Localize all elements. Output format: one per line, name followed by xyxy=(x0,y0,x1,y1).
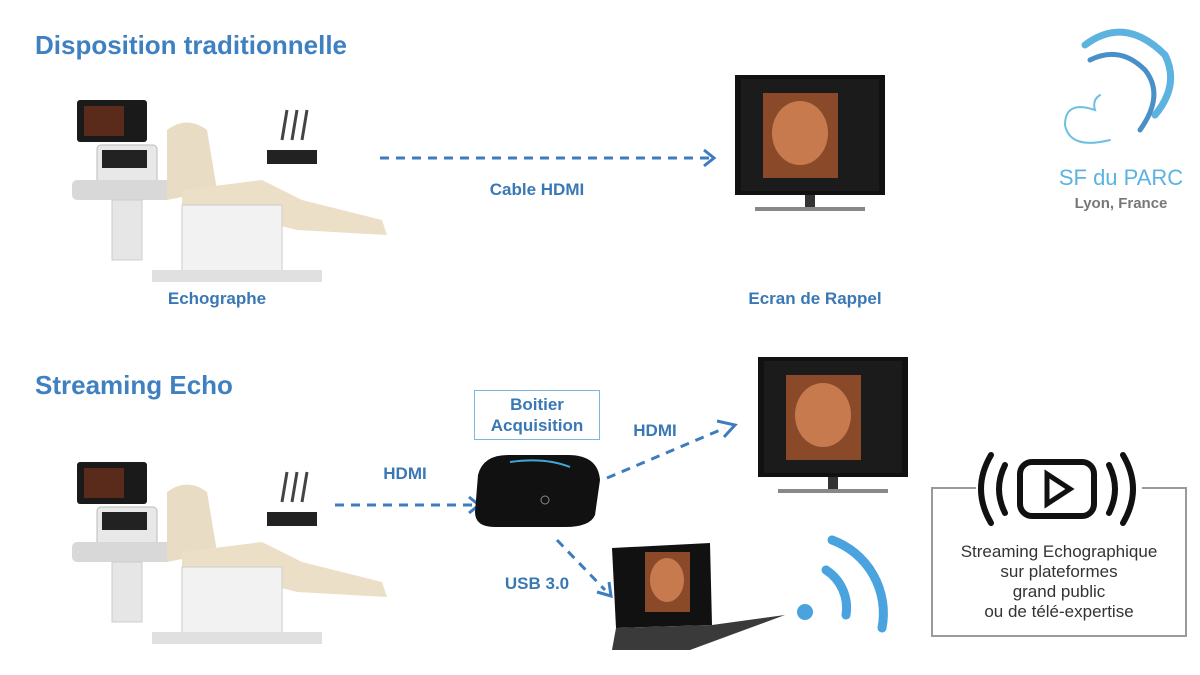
streaming-box: Streaming Echographique sur plateformes … xyxy=(931,487,1187,637)
box-label-line1: Boitier xyxy=(510,395,564,414)
laptop-image xyxy=(612,543,785,650)
cable-hdmi-label: Cable HDMI xyxy=(489,180,585,199)
stream-text-line: sur plateformes xyxy=(1000,562,1118,581)
section-title-streaming: Streaming Echo xyxy=(35,370,233,400)
wifi-icon xyxy=(797,535,888,633)
logo-name: SF du PARC xyxy=(1058,165,1184,190)
sf-du-parc-logo xyxy=(1063,28,1175,144)
hdmi-out-label: HDMI xyxy=(633,421,677,440)
hdmi-out-arrow xyxy=(606,426,726,480)
echograph-label: Echographe xyxy=(167,289,267,308)
section-title-traditional: Disposition traditionnelle xyxy=(35,30,348,60)
logo-location: Lyon, France xyxy=(1074,195,1168,212)
stream-text-line: Streaming Echographique xyxy=(960,542,1158,561)
usb-arrow xyxy=(555,538,607,592)
box-label-line2: Acquisition xyxy=(490,416,584,435)
tv-screen-image xyxy=(735,75,885,211)
hdmi-in-label: HDMI xyxy=(383,464,427,483)
screen-label: Ecran de Rappel xyxy=(748,289,882,308)
stream-text-line: grand public xyxy=(1012,582,1106,601)
streaming-description: Streaming Echographique sur plateformes … xyxy=(933,542,1185,622)
tv-screen-image-2 xyxy=(758,357,908,493)
usb-label: USB 3.0 xyxy=(504,574,570,593)
ultrasound-machine-image xyxy=(70,98,389,284)
capture-device-image xyxy=(475,455,600,527)
streaming-play-icon xyxy=(978,452,1136,526)
stream-text-line: ou de télé-expertise xyxy=(984,602,1134,621)
ultrasound-machine-image-2 xyxy=(70,460,389,646)
acquisition-box-label: Boitier Acquisition xyxy=(474,390,600,440)
